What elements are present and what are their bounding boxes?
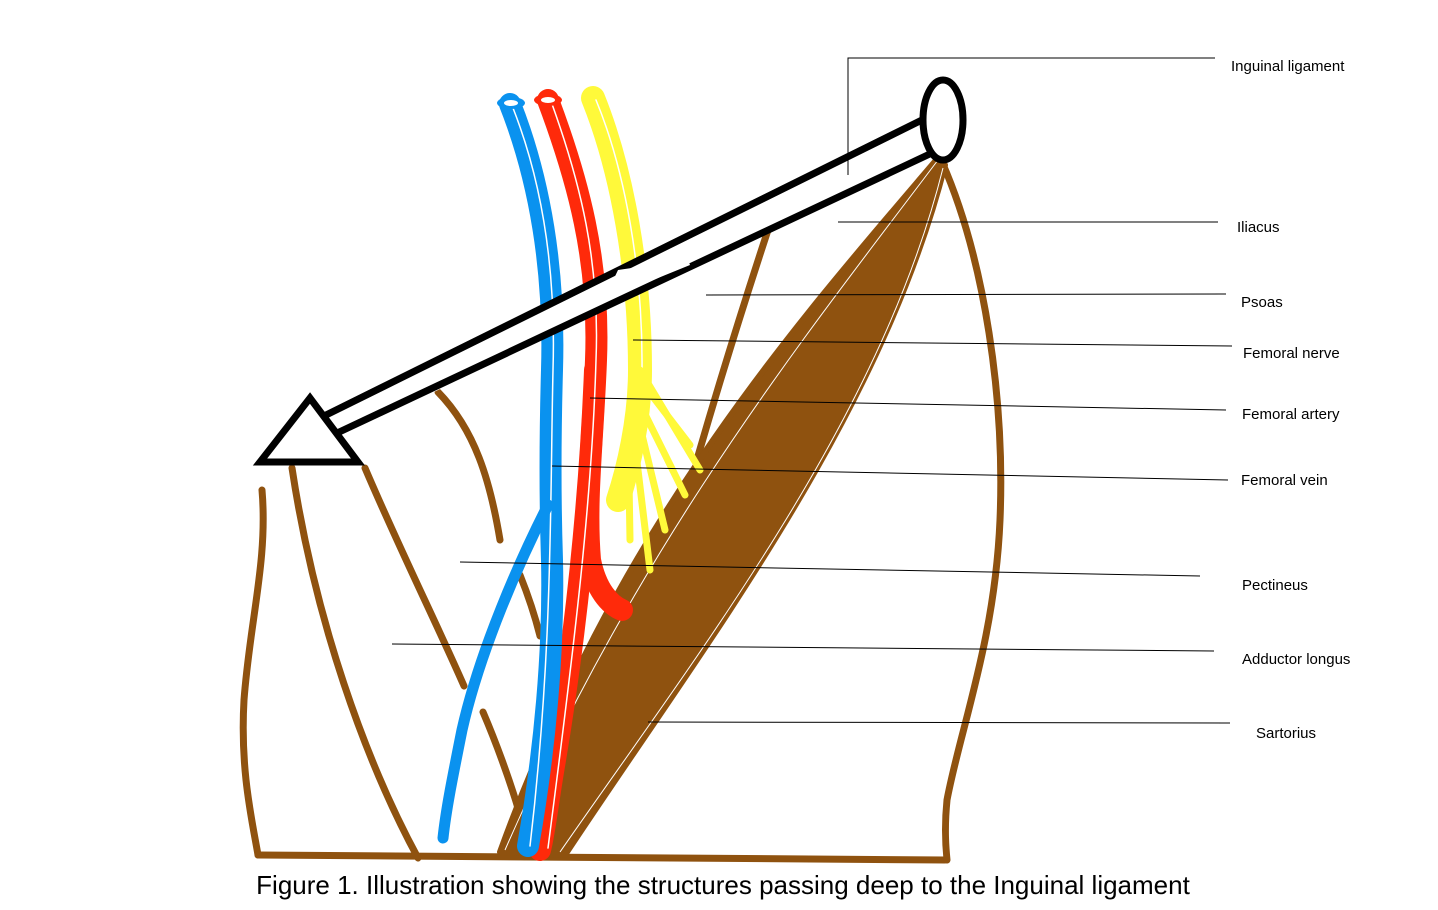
psoas-curve-lower (516, 571, 544, 640)
adductor-longus-left-border (288, 464, 422, 862)
pectineus-line-lower (479, 708, 524, 819)
thigh-base-line (254, 851, 949, 864)
label-femoral-nerve: Femoral nerve (1243, 345, 1340, 362)
leader-lines (391, 57, 1233, 724)
label-psoas: Psoas (1241, 294, 1283, 311)
pectineus-line (361, 464, 468, 690)
leader-sartorius (647, 721, 1231, 724)
thigh-left-outline (239, 486, 267, 859)
inguinal-ligament-lower-edge (333, 148, 936, 438)
sartorius-muscle (497, 155, 948, 858)
ligament-gap (604, 260, 690, 300)
figure-caption: Figure 1. Illustration showing the struc… (256, 870, 1190, 900)
leader-psoas (705, 293, 1227, 296)
inguinal-ligament (252, 76, 967, 466)
leader-femoral-vein (551, 465, 1229, 481)
femoral-vein (437, 93, 564, 857)
pubic-tubercle-triangle (252, 392, 365, 466)
label-pectineus: Pectineus (1242, 577, 1308, 594)
leader-femoral-artery (589, 397, 1227, 411)
label-iliacus: Iliacus (1237, 219, 1280, 236)
label-femoral-vein: Femoral vein (1241, 472, 1328, 489)
anterior-superior-iliac-spine (919, 76, 967, 164)
leader-pectineus (459, 561, 1201, 577)
psoas-curve (434, 388, 504, 544)
femoral-artery (529, 89, 633, 861)
label-inguinal-ligament: Inguinal ligament (1231, 58, 1345, 75)
thigh-right-outline (938, 158, 1005, 864)
label-adductor-longus: Adductor longus (1242, 651, 1351, 668)
inguinal-ligament-upper-edge (318, 112, 932, 422)
femoral-nerve (581, 86, 704, 574)
leader-inguinal-ligament (847, 57, 1215, 175)
label-sartorius: Sartorius (1256, 725, 1317, 742)
leader-femoral-nerve (632, 339, 1233, 347)
leader-adductor-longus (391, 643, 1215, 652)
label-femoral-artery: Femoral artery (1242, 406, 1340, 423)
